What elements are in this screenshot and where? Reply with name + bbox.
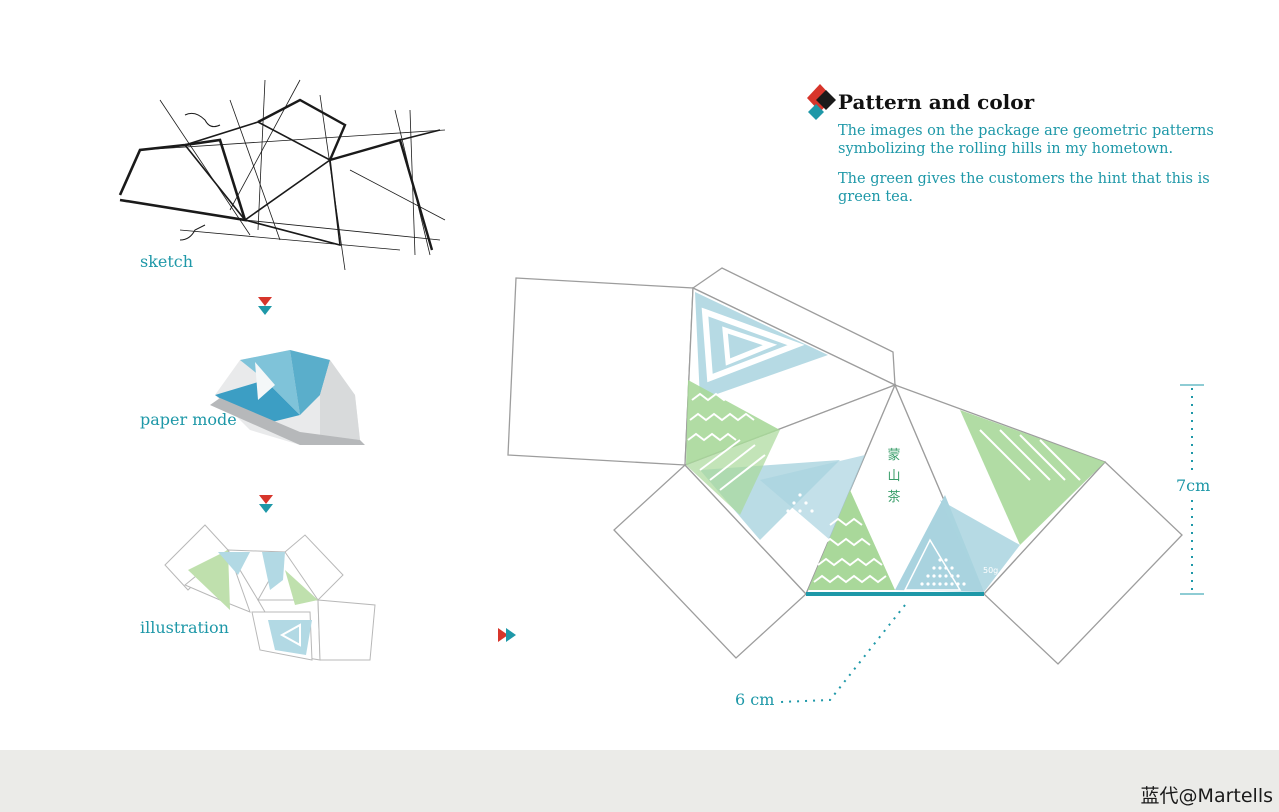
width-dimension-label: 6 cm xyxy=(735,690,775,709)
next-arrow-icon xyxy=(498,628,516,642)
height-dimension-label: 7cm xyxy=(1176,476,1211,495)
illustration-thumbnail xyxy=(164,524,376,661)
sketch-drawing xyxy=(118,79,446,271)
step-arrow-2 xyxy=(259,495,273,513)
dot-pattern xyxy=(786,493,966,586)
footer-bar: 蓝代@Martells xyxy=(0,750,1279,812)
width-dimension-line xyxy=(779,604,906,703)
paper-model-image xyxy=(210,350,365,445)
description-paragraph-1: The images on the package are geometric … xyxy=(838,123,1214,157)
title-marker-icon xyxy=(807,84,836,120)
step-label-illustration: illustration xyxy=(140,618,229,637)
package-weight-text: 50g xyxy=(983,566,999,575)
zigzag-pattern xyxy=(687,392,887,584)
step-label-sketch: sketch xyxy=(140,252,194,271)
page-canvas: Pattern and color The images on the pack… xyxy=(118,79,1214,709)
description-paragraph-2: The green gives the customers the hint t… xyxy=(838,171,1210,205)
watermark-text: 蓝代@Martells xyxy=(1140,785,1273,807)
package-brand-text: 蒙山茶 xyxy=(887,448,901,505)
illustration-layer xyxy=(118,79,1204,703)
step-arrow-1 xyxy=(258,297,272,315)
section-title: Pattern and color xyxy=(838,90,1035,114)
step-label-paper-mode: paper mode xyxy=(140,410,237,429)
diagonal-stripes xyxy=(699,429,1081,491)
